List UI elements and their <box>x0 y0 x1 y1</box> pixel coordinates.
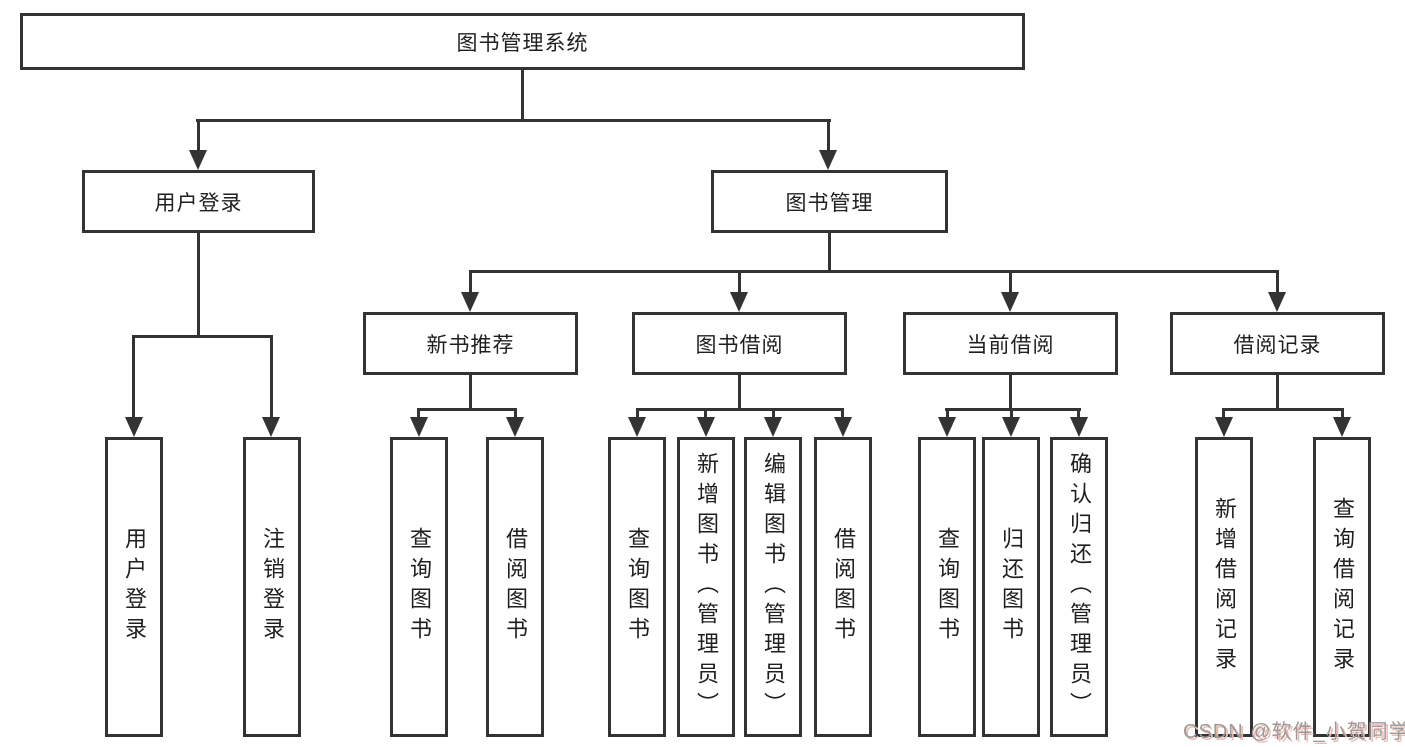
arrow-down-icon <box>628 417 646 437</box>
connector-line <box>469 375 472 410</box>
connector-line <box>1009 375 1012 410</box>
csdn-watermark: CSDN @软件_小贺同学 <box>1183 721 1405 743</box>
arrow-down-icon <box>189 150 207 170</box>
leaf-label: 借阅图书 <box>503 527 528 647</box>
connector-line <box>772 408 775 420</box>
leaf-query-books-current: 查询图书 <box>918 437 976 737</box>
leaf-label: 借阅图书 <box>831 527 856 647</box>
leaf-label: 归还图书 <box>999 527 1024 647</box>
leaf-user-login: 用户登录 <box>105 437 163 737</box>
node-borrowing-records: 借阅记录 <box>1170 312 1385 375</box>
leaf-add-borrow-record: 新增借阅记录 <box>1195 437 1253 737</box>
node-book-borrowing: 图书借阅 <box>632 312 847 375</box>
connector-line <box>417 408 420 420</box>
connector-line <box>469 270 472 296</box>
leaf-borrow-books: 借阅图书 <box>814 437 872 737</box>
connector-line <box>197 119 200 152</box>
arrow-down-icon <box>506 417 524 437</box>
connector-line <box>636 408 639 420</box>
leaf-label: 查询图书 <box>935 527 960 647</box>
arrow-down-icon <box>1333 417 1351 437</box>
connector-line <box>196 119 831 122</box>
arrow-down-icon <box>1070 417 1088 437</box>
leaf-add-books-admin: 新增图书（管理员） <box>677 437 735 737</box>
leaf-label: 编辑图书（管理员） <box>761 452 786 722</box>
connector-line <box>514 408 517 420</box>
arrow-down-icon <box>819 150 837 170</box>
leaf-label: 查询图书 <box>407 527 432 647</box>
connector-line <box>521 69 524 121</box>
leaf-label: 查询借阅记录 <box>1330 497 1355 677</box>
leaf-label: 确认归还（管理员） <box>1067 452 1092 722</box>
node-label: 用户登录 <box>154 191 243 215</box>
connector-line <box>945 408 1081 411</box>
leaf-label: 新增借阅记录 <box>1212 497 1237 677</box>
connector-line <box>828 233 831 272</box>
leaf-query-borrow-record: 查询借阅记录 <box>1313 437 1371 737</box>
connector-line <box>827 119 830 152</box>
connector-line <box>738 270 741 296</box>
leaf-confirm-return-admin: 确认归还（管理员） <box>1050 437 1108 737</box>
leaf-label: 新增图书（管理员） <box>694 452 719 722</box>
node-new-book-recommendation: 新书推荐 <box>363 312 578 375</box>
leaf-borrow-books-recommend: 借阅图书 <box>486 437 544 737</box>
node-library-management-system: 图书管理系统 <box>20 13 1025 70</box>
node-label: 图书管理 <box>785 191 874 215</box>
arrow-down-icon <box>938 417 956 437</box>
arrow-down-icon <box>1268 292 1286 312</box>
arrow-down-icon <box>834 417 852 437</box>
connector-line <box>1341 408 1344 420</box>
node-label: 新书推荐 <box>426 333 515 357</box>
connector-line <box>1222 408 1225 420</box>
arrow-down-icon <box>125 417 143 437</box>
leaf-query-books-borrow: 查询图书 <box>608 437 666 737</box>
connector-line <box>1222 408 1344 411</box>
node-label: 图书管理系统 <box>456 31 589 55</box>
connector-line <box>1010 408 1013 420</box>
connector-line <box>132 335 273 338</box>
node-user-login: 用户登录 <box>82 170 315 233</box>
leaf-label: 用户登录 <box>122 527 147 647</box>
connector-line <box>132 335 135 419</box>
connector-line <box>946 408 949 420</box>
leaf-return-books: 归还图书 <box>982 437 1040 737</box>
arrow-down-icon <box>1215 417 1233 437</box>
connector-line <box>704 408 707 420</box>
arrow-down-icon <box>764 417 782 437</box>
arrow-down-icon <box>461 292 479 312</box>
connector-line <box>270 335 273 419</box>
leaf-query-books-recommend: 查询图书 <box>390 437 448 737</box>
connector-line <box>636 408 844 411</box>
leaf-logout-login: 注销登录 <box>243 437 301 737</box>
connector-line <box>1276 270 1279 296</box>
connector-line <box>1077 408 1080 420</box>
arrow-down-icon <box>697 417 715 437</box>
node-label: 借阅记录 <box>1233 333 1322 357</box>
connector-line <box>841 408 844 420</box>
connector-line <box>469 270 1279 273</box>
node-label: 当前借阅 <box>966 333 1055 357</box>
leaf-label: 查询图书 <box>625 527 650 647</box>
leaf-edit-books-admin: 编辑图书（管理员） <box>744 437 802 737</box>
arrow-down-icon <box>262 417 280 437</box>
node-current-borrowing: 当前借阅 <box>903 312 1118 375</box>
arrow-down-icon <box>410 417 428 437</box>
connector-line <box>1276 375 1279 410</box>
arrow-down-icon <box>1002 417 1020 437</box>
node-label: 图书借阅 <box>695 333 784 357</box>
node-book-management: 图书管理 <box>711 170 948 233</box>
connector-line <box>738 375 741 410</box>
connector-line <box>417 408 517 411</box>
arrow-down-icon <box>1001 292 1019 312</box>
connector-line <box>1009 270 1012 296</box>
leaf-label: 注销登录 <box>260 527 285 647</box>
connector-line <box>197 233 200 337</box>
arrow-down-icon <box>730 292 748 312</box>
